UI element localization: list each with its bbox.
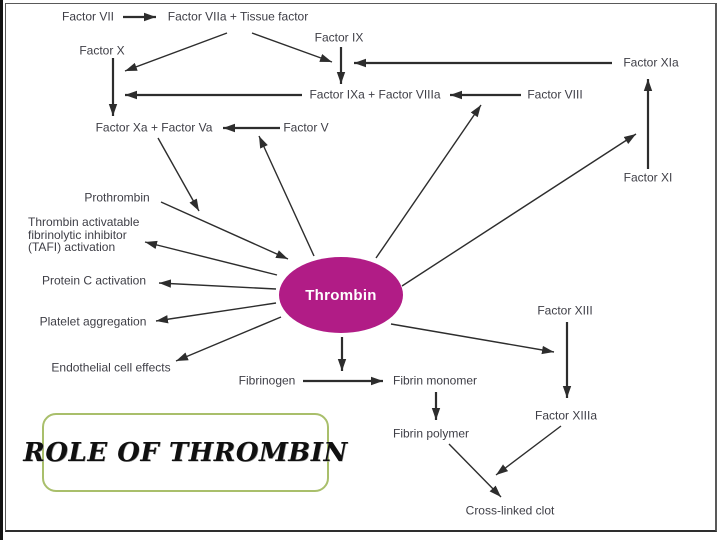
label-fibrinogen: Fibrinogen xyxy=(238,373,296,388)
left-edge-bar xyxy=(0,0,3,540)
label-tafi: Thrombin activatable fibrinolytic inhibi… xyxy=(28,216,139,254)
label-tafi-line3: (TAFI) activation xyxy=(28,240,116,254)
thrombin-ellipse: Thrombin xyxy=(279,257,403,333)
title-box: ROLE OF THROMBIN xyxy=(23,413,347,492)
arrow-thrombin-to-factor-xiii-path xyxy=(390,323,555,355)
label-factor-v: Factor V xyxy=(283,120,329,135)
arrow-thrombin-to-factor-xi-path xyxy=(401,133,637,287)
slide-title: ROLE OF THROMBIN xyxy=(23,437,348,468)
arrow-thrombin-to-protein-c xyxy=(158,279,277,290)
arrow-thrombin-to-factor-viii xyxy=(375,104,482,259)
label-factor-xiiia: Factor XIIIa xyxy=(534,408,598,423)
thrombin-label: Thrombin xyxy=(305,286,377,304)
label-fibrin-polymer: Fibrin polymer xyxy=(392,426,470,441)
label-cross-linked-clot: Cross-linked clot xyxy=(465,503,555,518)
label-factor-xi: Factor XI xyxy=(623,170,673,185)
arrow-viia-tissue-to-factor-x-path xyxy=(124,32,228,72)
label-endothelial: Endothelial cell effects xyxy=(51,360,171,375)
label-platelet: Platelet aggregation xyxy=(39,314,147,329)
arrow-fibrin-polymer-to-clot xyxy=(448,443,502,498)
label-tafi-line2: fibrinolytic inhibitor xyxy=(28,227,127,242)
arrow-factor-xiiia-to-clot xyxy=(495,425,562,476)
arrow-thrombin-to-platelet xyxy=(155,302,277,324)
label-protein-c: Protein C activation xyxy=(41,273,147,288)
label-factor-xia: Factor XIa xyxy=(623,55,679,70)
label-tafi-line1: Thrombin activatable xyxy=(28,215,140,229)
label-prothrombin: Prothrombin xyxy=(84,190,150,205)
label-factor-ixa-viiia: Factor IXa + Factor VIIIa xyxy=(309,87,441,102)
arrow-thrombin-to-factor-v xyxy=(258,135,315,257)
arrow-thrombin-to-endothelial xyxy=(175,316,282,362)
label-fibrin-monomer: Fibrin monomer xyxy=(392,373,478,388)
label-factor-ix: Factor IX xyxy=(314,30,364,45)
label-factor-x: Factor X xyxy=(79,43,125,58)
arrow-viia-tissue-to-factor-ix-path xyxy=(251,32,333,63)
label-factor-viii: Factor VIII xyxy=(527,87,583,102)
arrow-xa-va-to-prothrombin-path xyxy=(157,137,200,212)
label-factor-xa-va: Factor Xa + Factor Va xyxy=(95,120,213,135)
label-factor-vii: Factor VII xyxy=(61,9,115,24)
label-factor-viia-tissue: Factor VIIa + Tissue factor xyxy=(167,9,309,24)
label-factor-xiii: Factor XIII xyxy=(537,303,593,318)
arrow-thrombin-to-tafi xyxy=(144,240,278,276)
arrow-prothrombin-to-thrombin xyxy=(160,201,289,260)
